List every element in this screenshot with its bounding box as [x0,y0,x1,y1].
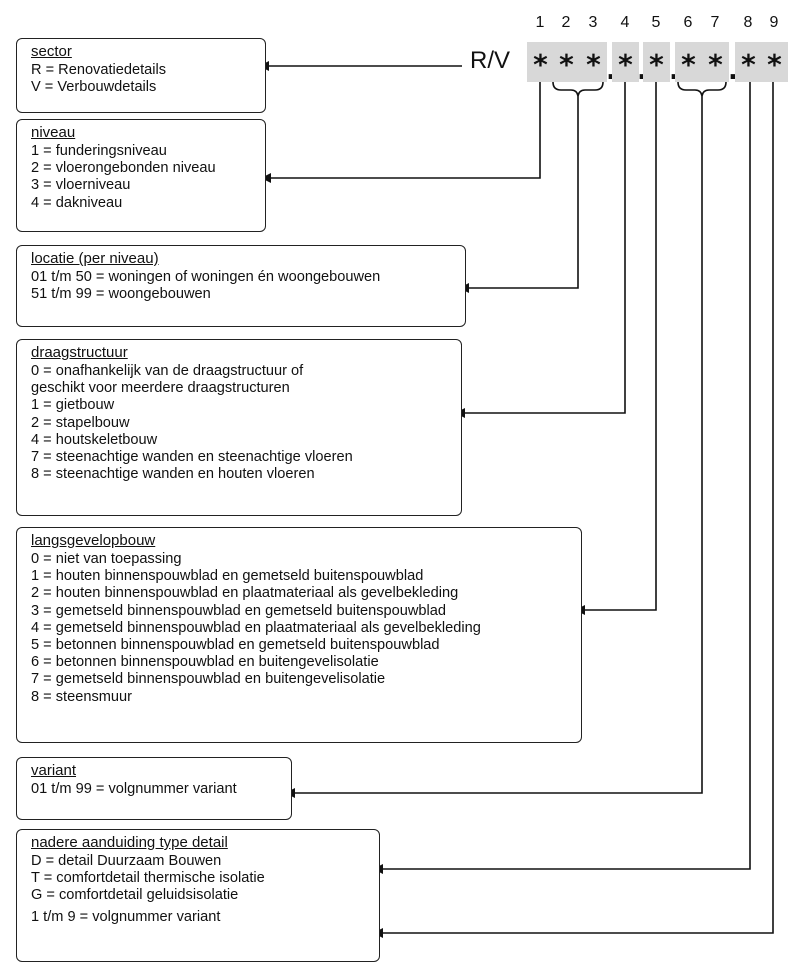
draagstructuur-line: geschikt voor meerdere draagstructuren [31,380,290,397]
sector-line: V = Verbouwdetails [31,79,157,96]
nadere-aanduiding-box: nadere aanduiding type detail D = detail… [16,829,380,962]
code-position-5: * [643,42,670,82]
code-position-1: * [527,42,554,82]
position-number-3: 3 [588,14,598,31]
code-separator: . [637,56,647,86]
position-number-6: 6 [683,14,693,31]
code-position-2: * [553,42,580,82]
variant-box: variant 01 t/m 99 = volgnummer variant [16,757,292,820]
langsgevelopbouw-line: 4 = gemetseld binnenspouwblad en plaatma… [31,619,481,636]
langsgevelopbouw-line: 1 = houten binnenspouwblad en gemetseld … [31,568,424,585]
variant-title: variant [31,762,77,779]
code-separator: . [728,56,738,86]
sector-box: sector R = Renovatiedetails V = Verbouwd… [16,38,266,113]
variant-line: 01 t/m 99 = volgnummer variant [31,781,237,797]
position-number-2: 2 [561,14,571,31]
arrow-locatie [459,96,579,293]
locatie-box: locatie (per niveau) 01 t/m 50 = woninge… [16,245,466,327]
draagstructuur-line: 0 = onafhankelijk van de draagstructuur … [31,363,304,379]
code-prefix: R/V [470,47,511,74]
code-position-7: * [702,42,729,82]
position-number-8: 8 [743,14,753,31]
draagstructuur-title: draagstructuur [31,344,128,361]
code-position-9: * [761,42,788,82]
langsgevelopbouw-title: langsgevelopbouw [31,532,156,549]
langsgevelopbouw-line: 5 = betonnen binnenspouwblad en gemetsel… [31,637,440,654]
nadere-aanduiding-title: nadere aanduiding type detail [31,834,228,851]
langsgevelopbouw-line: 0 = niet van toepassing [31,551,182,567]
position-number-5: 5 [651,14,661,31]
position-number-7: 7 [710,14,720,31]
niveau-box: niveau 1 = funderingsniveau 2 = vloerong… [16,119,266,232]
niveau-line: 4 = dakniveau [31,194,123,211]
langsgevelopbouw-line: 3 = gemetseld binnenspouwblad en gemetse… [31,602,447,619]
niveau-line: 2 = vloerongebonden niveau [31,160,216,177]
langsgevelopbouw-line: 7 = gemetseld binnenspouwblad en buiteng… [31,671,386,688]
locatie-line: 01 t/m 50 = woningen of woningen én woon… [31,269,381,285]
niveau-title: niveau [31,124,76,141]
nadere-aanduiding-line: 1 t/m 9 = volgnummer variant [31,908,221,925]
locatie-title: locatie (per niveau) [31,250,159,267]
draagstructuur-line: 7 = steenachtige wanden en steenachtige … [31,449,353,466]
nadere-aanduiding-line: T = comfortdetail thermische isolatie [31,870,265,887]
brace-2-3 [552,81,604,97]
arrow-langsgevelopbouw [575,82,657,615]
draagstructuur-line: 1 = gietbouw [31,397,115,414]
langsgevelopbouw-line: 2 = houten binnenspouwblad en plaatmater… [31,585,459,602]
nadere-aanduiding-line: G = comfortdetail geluidsisolatie [31,887,239,904]
arrow-draagstructuur [455,82,626,418]
code-separator: . [669,56,679,86]
langsgevelopbouw-box: langsgevelopbouw 0 = niet van toepassing… [16,527,582,743]
draagstructuur-line: 8 = steenachtige wanden en houten vloere… [31,466,315,483]
arrow-niveau [261,82,541,183]
position-number-4: 4 [620,14,630,31]
draagstructuur-line: 4 = houtskeletbouw [31,431,158,448]
code-position-3: * [580,42,607,82]
code-position-8: * [735,42,762,82]
code-position-4: * [612,42,639,82]
niveau-line: 3 = vloerniveau [31,177,131,194]
niveau-line: 1 = funderingsniveau [31,143,167,159]
nadere-aanduiding-line: D = detail Duurzaam Bouwen [31,853,222,869]
position-number-9: 9 [769,14,779,31]
sector-title: sector [31,43,72,60]
langsgevelopbouw-line: 6 = betonnen binnenspouwblad en buitenge… [31,654,379,671]
locatie-line: 51 t/m 99 = woongebouwen [31,286,211,303]
sector-line: R = Renovatiedetails [31,62,167,78]
position-number-1: 1 [535,14,545,31]
code-position-6: * [675,42,702,82]
draagstructuur-line: 2 = stapelbouw [31,414,130,431]
draagstructuur-box: draagstructuur 0 = onafhankelijk van de … [16,339,462,516]
brace-6-7 [677,81,727,97]
code-separator: . [606,56,616,86]
langsgevelopbouw-line: 8 = steensmuur [31,688,132,705]
